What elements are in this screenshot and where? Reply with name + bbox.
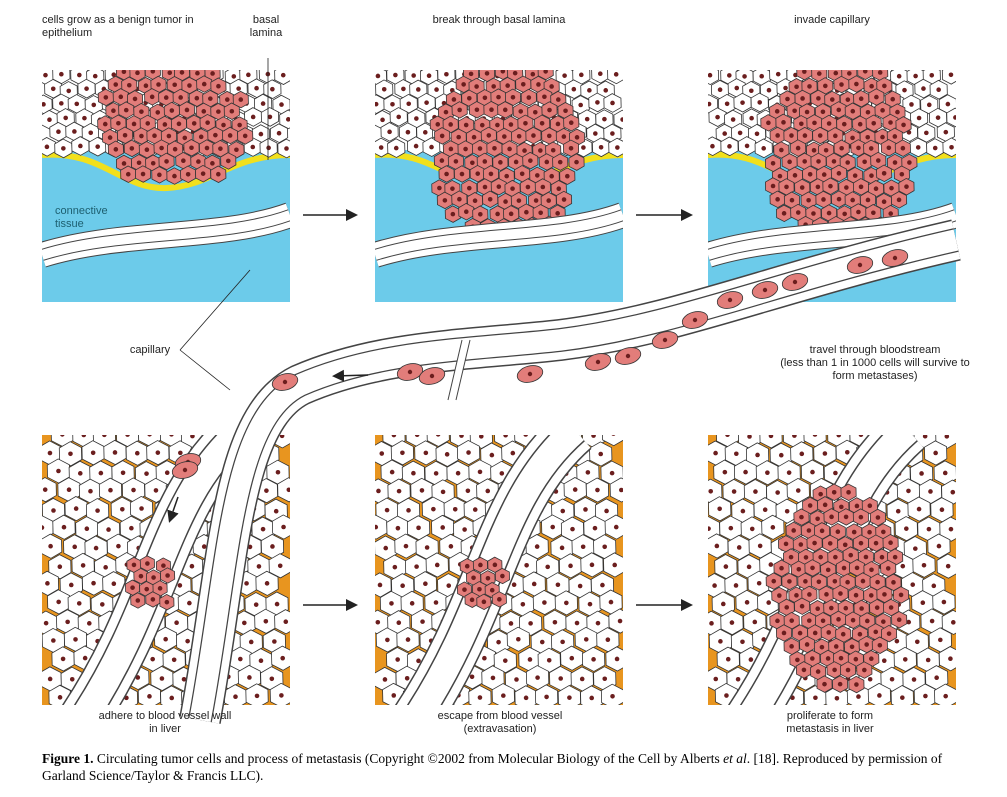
caption-figure-number: Figure 1. [42, 751, 94, 766]
label-basal-lamina: basal lamina [249, 14, 283, 39]
label-connective-tissue: connective tissue [55, 205, 108, 230]
caption-etal: et al [723, 751, 747, 766]
flow-arrow [332, 369, 369, 382]
capillary-vessel [179, 219, 961, 724]
label-travel-note: (less than 1 in 1000 cells will survive … [780, 357, 970, 382]
flow-arrow-2 [167, 496, 179, 523]
label-capillary: capillary [129, 344, 171, 356]
panel-step5 [375, 435, 623, 705]
label-step2: break through basal lamina [432, 14, 566, 26]
caption-text: Circulating tumor cells and process of m… [93, 751, 724, 766]
label-step3: invade capillary [794, 14, 870, 26]
label-step1: cells grow as a benign tumor in epitheli… [42, 14, 194, 39]
label-step5: escape from blood vessel [437, 710, 563, 722]
step-arrows [167, 209, 693, 611]
caption-text-2: . [18]. Reproduced by permission of Garl… [42, 751, 943, 783]
label-step4: adhere to blood vessel wall in liver [98, 710, 232, 735]
panel-step1 [42, 70, 290, 302]
label-travel: travel through bloodstream [809, 344, 941, 356]
figure-caption: Figure 1. Circulating tumor cells and pr… [42, 750, 972, 784]
label-step6: proliferate to form metastasis in liver [786, 710, 874, 735]
panel-step6 [708, 435, 956, 705]
panel-step2 [375, 70, 623, 302]
label-step5-note: (extravasation) [463, 723, 537, 735]
